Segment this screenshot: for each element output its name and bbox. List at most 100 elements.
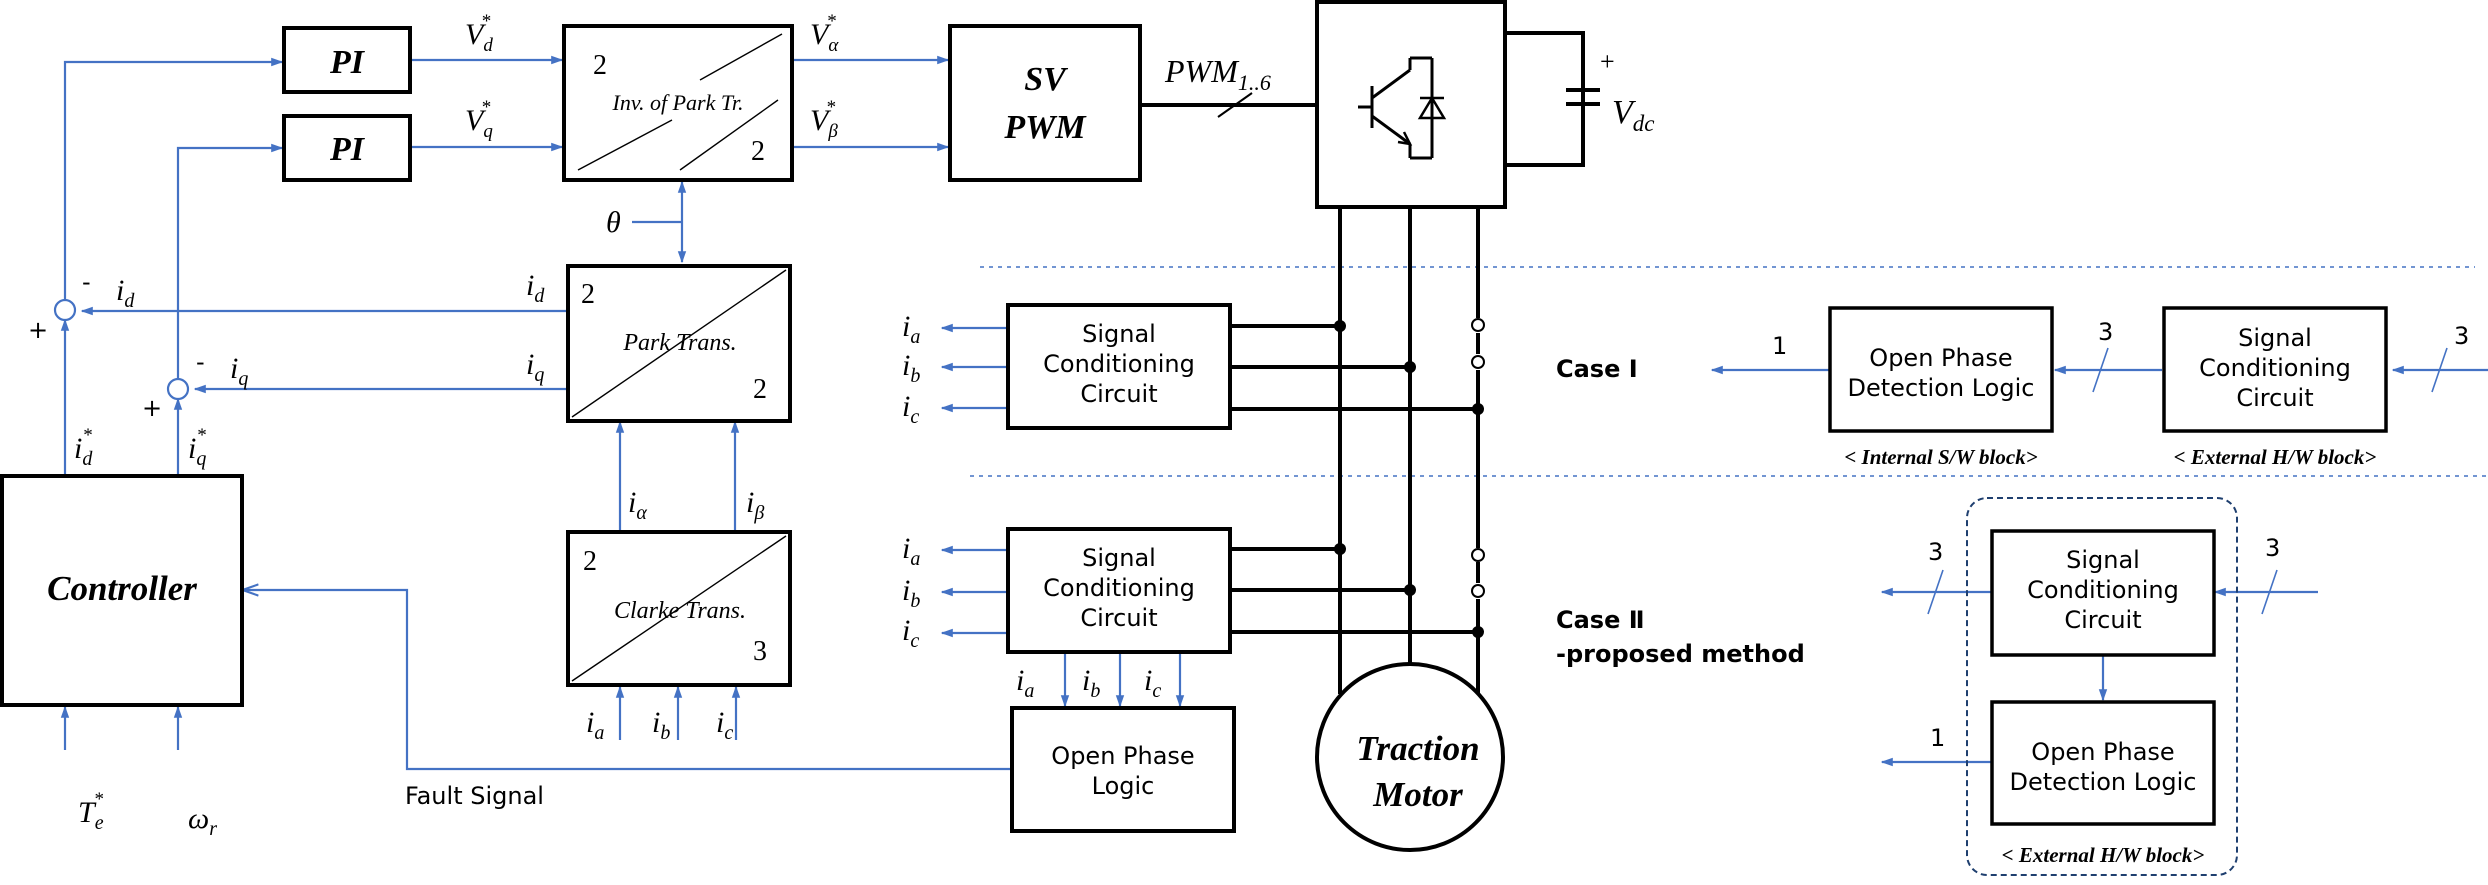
case1-scc-line3: Circuit (2236, 384, 2313, 412)
id-ref-label: id* (74, 425, 93, 470)
internal-sw-caption: < Internal S/W block> (1844, 445, 2037, 469)
sum-q-minus: - (196, 348, 205, 376)
case1-opdl-line1: Open Phase (1869, 344, 2012, 372)
scc-top-ib-label: ib (902, 349, 920, 387)
external-hw-caption-case2: < External H/W block> (2002, 843, 2205, 867)
vbeta-label: Vβ* (810, 97, 838, 142)
signal-conditioning-top-block (1006, 303, 1232, 430)
proposed-block-frame (1966, 497, 2238, 876)
iq-ref-label: iq* (188, 425, 206, 470)
park-label: Park Trans. (622, 330, 736, 356)
inv-park-input-count: 2 (593, 50, 607, 81)
case1-input-count: 3 (2454, 322, 2469, 350)
scc-top-line2: Conditioning (1043, 350, 1195, 378)
case1-scc-line2: Conditioning (2199, 354, 2351, 382)
sum-q-plus: + (142, 394, 162, 422)
clarke-output-count: 3 (753, 636, 767, 667)
theta-label: θ (606, 206, 621, 239)
junction-dots (1334, 318, 1485, 638)
vdc-label: Vdc (1612, 94, 1655, 136)
svpwm-block (948, 24, 1142, 182)
case2-scc-line3: Circuit (2064, 606, 2141, 634)
iq-park-label: iq (526, 348, 544, 386)
case2-subtitle: -proposed method (1556, 640, 1805, 668)
case2-opdl-line1: Open Phase (2031, 738, 2174, 766)
sum-junction-d (53, 298, 77, 322)
pi-q-label: PI (329, 131, 366, 168)
te-ref-label: Te* (78, 789, 104, 834)
external-hw-caption-case1: < External H/W block> (2174, 445, 2377, 469)
scc-top-ia-label: ia (902, 310, 920, 348)
case1-output-count: 1 (1772, 332, 1787, 360)
signal-labels: Vd* Vq* Vα* Vβ* PWM1..6 Vdc + θ id iq id… (74, 11, 1655, 840)
signal-wires (60, 55, 2488, 771)
motor-label-2: Motor (1372, 775, 1463, 814)
scc-bottom-line2: Conditioning (1043, 574, 1195, 602)
clarke-label: Clarke Trans. (614, 598, 746, 624)
inverter-block (1315, 0, 1507, 209)
opl-line1: Open Phase (1051, 742, 1194, 770)
open-phase-logic-block (1010, 706, 1236, 833)
opl-line2: Logic (1092, 772, 1155, 800)
scc-top-line3: Circuit (1080, 380, 1157, 408)
case1-signal-conditioning-block (2162, 306, 2388, 433)
vdc-plus: + (1600, 47, 1615, 76)
case1-scc-line1: Signal (2238, 324, 2312, 352)
motor-label-1: Traction (1356, 729, 1479, 768)
clarke-input-count: 2 (583, 546, 597, 577)
sum-d-minus: - (82, 268, 91, 296)
svpwm-label-2: PWM (1003, 109, 1087, 146)
sum-junction-q (166, 377, 190, 401)
pi-d-label: PI (329, 44, 366, 81)
inv-park-label: Inv. of Park Tr. (612, 90, 744, 115)
case1-open-phase-detection-block (1828, 306, 2054, 433)
omega-label: ωr (188, 802, 217, 840)
pwm-label: PWM1..6 (1164, 53, 1271, 95)
traction-motor (1315, 662, 1505, 852)
valpha-label: Vα* (810, 11, 839, 56)
scc-bottom-ic-label: ic (902, 614, 919, 652)
inverse-park-block (562, 24, 794, 182)
scc-top-ic-label: ic (902, 390, 919, 428)
fault-signal-label: Fault Signal (405, 782, 544, 810)
case2-opdl-line2: Detection Logic (2010, 768, 2197, 796)
clarke-ib-label: ib (652, 706, 670, 744)
case2-output-count: 3 (1928, 538, 1943, 566)
power-wiring (1140, 31, 1585, 694)
id-park-label: id (526, 269, 545, 307)
controller-block (0, 474, 244, 707)
case1-label: Case Ⅰ (1556, 355, 1638, 383)
scc-bottom-ia-label: ia (902, 532, 920, 570)
park-input-count: 2 (581, 279, 595, 310)
case1-mid-count: 3 (2098, 318, 2113, 346)
case2-signal-conditioning-block (1990, 529, 2216, 657)
case2-scc-line2: Conditioning (2027, 576, 2179, 604)
case2-open-phase-detection-block (1990, 700, 2216, 826)
case2-input-count: 3 (2265, 534, 2280, 562)
inv-park-output-count: 2 (751, 136, 765, 167)
park-output-count: 2 (753, 374, 767, 405)
case2-scc-line1: Signal (2066, 546, 2140, 574)
opl-ic-label: ic (1144, 664, 1161, 702)
scc-bottom-ib-label: ib (902, 574, 920, 612)
signal-conditioning-bottom-block (1006, 527, 1232, 654)
pi-q-block (282, 114, 412, 182)
case2-label: Case Ⅱ (1556, 606, 1645, 634)
pi-d-block (282, 26, 412, 94)
svpwm-label-1: SV (1024, 61, 1068, 98)
ibeta-label: iβ (746, 486, 764, 524)
opl-ia-label: ia (1016, 664, 1034, 702)
scc-bottom-line3: Circuit (1080, 604, 1157, 632)
case1-opdl-line2: Detection Logic (1848, 374, 2035, 402)
vq-label: Vq* (465, 97, 493, 142)
case2-fault-count: 1 (1930, 724, 1945, 752)
sum-d-plus: + (28, 316, 48, 344)
ialpha-label: iα (628, 486, 647, 524)
clarke-ia-label: ia (586, 706, 604, 744)
vd-label: Vd* (465, 11, 493, 56)
clarke-ic-label: ic (716, 706, 733, 744)
dc-link-capacitor-icon (1566, 33, 1600, 165)
opl-ib-label: ib (1082, 664, 1100, 702)
controller-label: Controller (47, 569, 197, 608)
